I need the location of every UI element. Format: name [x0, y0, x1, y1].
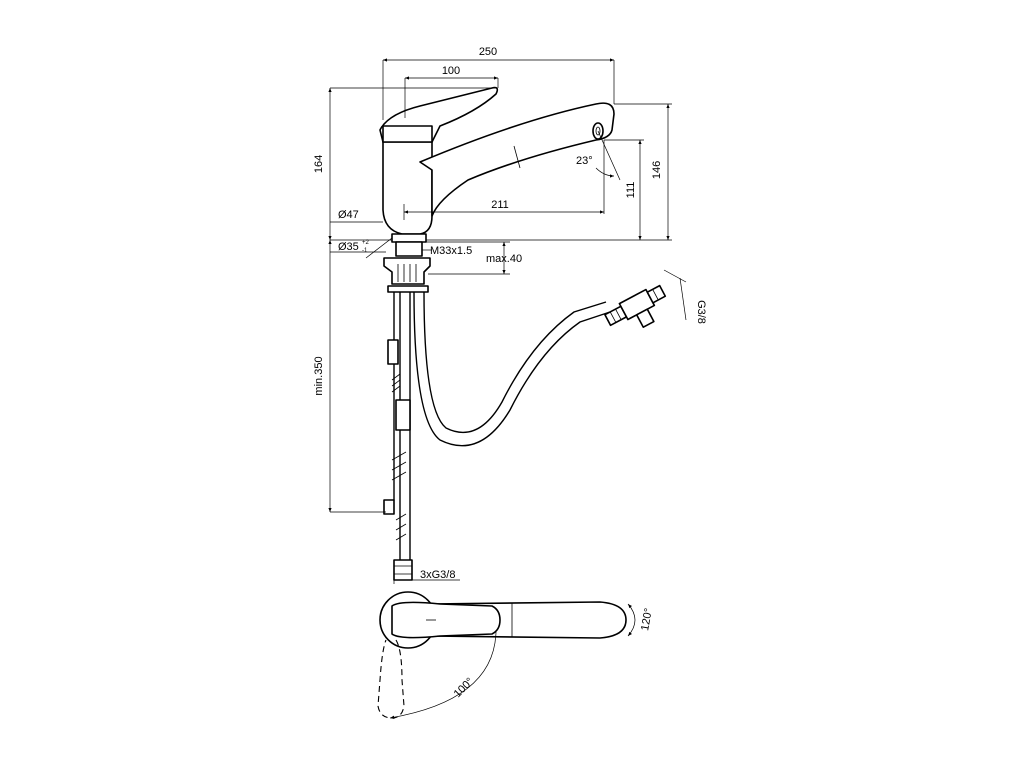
dim-spout-angle: 23°: [576, 155, 593, 167]
lever-rotated-ghost: [377, 639, 405, 719]
dim-spout-rotation: 120°: [639, 607, 655, 632]
lever-handle-base: [382, 125, 433, 143]
dim-total-height: 164: [313, 155, 325, 173]
dim-body-diameter: Ø47: [338, 209, 359, 221]
faucet-top-view: 100° 120°: [377, 591, 655, 719]
bottom-connector: [393, 559, 413, 581]
dim-hole-diameter: Ø35: [338, 241, 359, 253]
nut-teeth: [397, 264, 417, 282]
hose-fitting-2: [395, 399, 411, 431]
hose-fitting-3: [383, 499, 395, 515]
dim-min-hose: min.350: [313, 356, 325, 395]
faucet-body: [382, 139, 433, 235]
dim-total-length: 250: [479, 46, 497, 58]
dim-side-connection: G3/8: [695, 300, 707, 324]
base-ring: [391, 233, 427, 243]
mounting-stud: [395, 241, 423, 257]
supply-hose-left: [389, 292, 395, 514]
dim-hose-connection: 3xG3/8: [420, 569, 455, 581]
faucet-side-view: [379, 86, 667, 581]
bottom-connector-hex: [394, 565, 412, 575]
faucet-spout: [419, 102, 615, 217]
mounting-washer: [387, 285, 429, 293]
dim-spout-height-outer: 146: [651, 161, 663, 179]
dimension-labels: 250 100 164 146 111 211 23° Ø47 Ø35 +2 -…: [313, 46, 707, 581]
braided-hose-section: [391, 373, 407, 541]
dim-hole-tol-lower: -1: [362, 248, 368, 254]
spout-joint-line: [513, 145, 521, 169]
dim-thread: M33x1.5: [430, 245, 472, 257]
dim-max-counter: max.40: [486, 253, 522, 265]
lever-top: [391, 601, 501, 639]
t-piece-connector: [604, 284, 667, 328]
hose-fitting-1: [387, 339, 399, 365]
dim-lever-offset: 100: [442, 65, 460, 77]
lever-rotation-arc: [389, 631, 497, 719]
dim-lever-rotation: 100°: [452, 676, 477, 701]
spout-rotation-arc: [627, 603, 636, 637]
dim-spout-height-inner: 111: [625, 182, 637, 199]
dim-spout-reach: 211: [491, 199, 509, 211]
dimension-lines: [328, 58, 687, 584]
spray-nozzle-inner: [595, 126, 601, 136]
pull-out-hose-outer: [423, 291, 607, 433]
pull-out-hose: [413, 291, 611, 447]
mounting-nut: [383, 257, 431, 285]
dim-hole-tol-upper: +2: [362, 240, 370, 246]
supply-hoses: [383, 292, 413, 581]
